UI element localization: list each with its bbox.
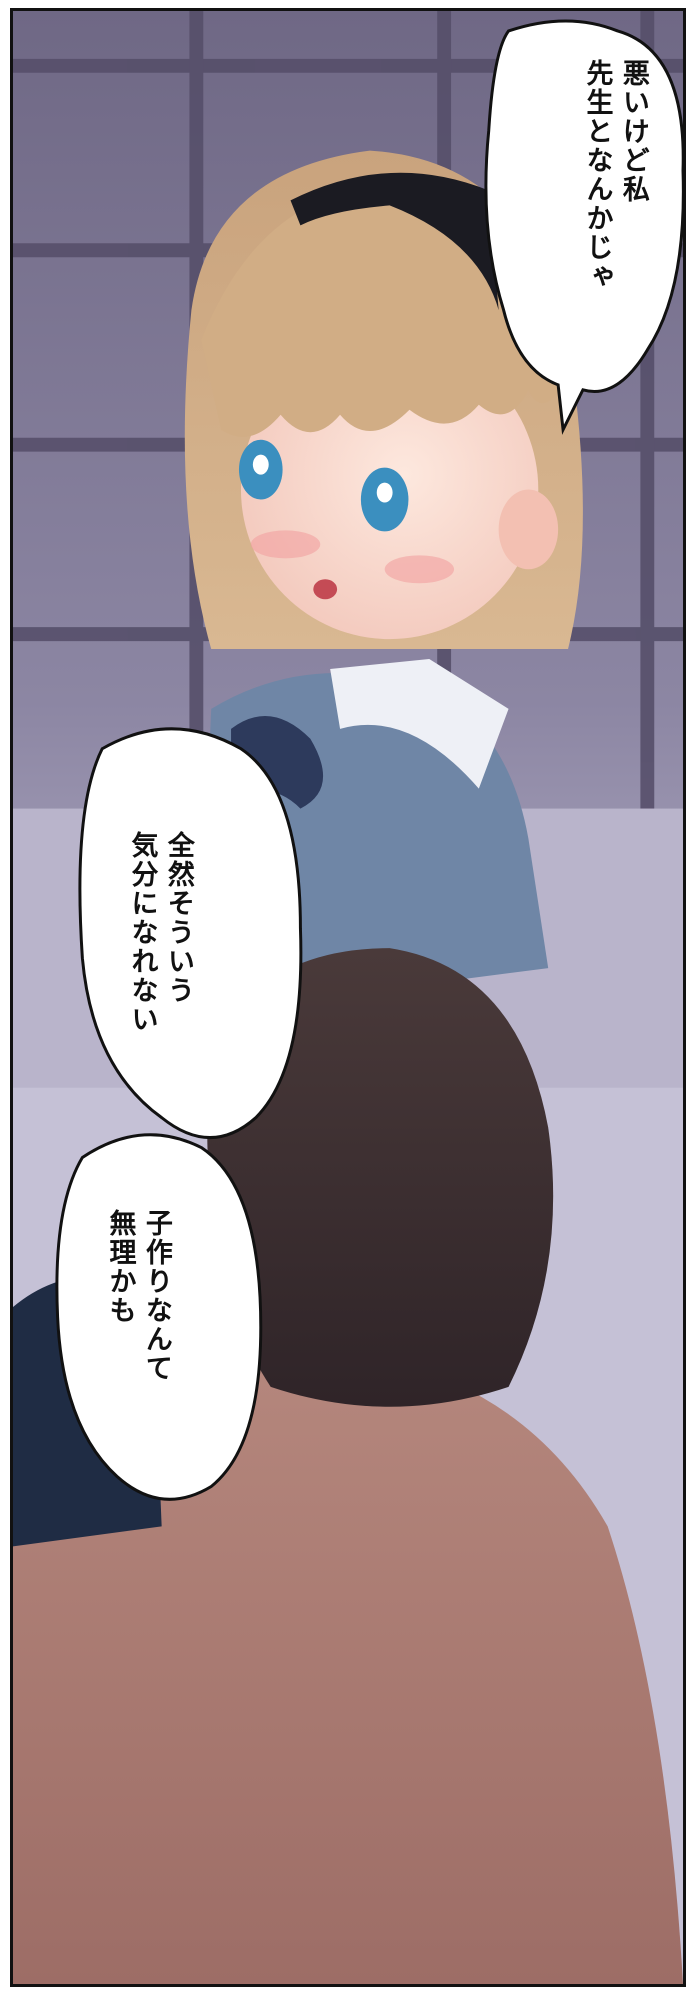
mouth: [313, 579, 338, 600]
man-hair: [207, 948, 554, 1407]
speech-bubble-middle: [78, 727, 303, 1139]
manga-panel: 悪いけど私 先生となんかじゃ 全然そういう 気分になれない 子作りなんて 無理か…: [10, 8, 686, 1987]
speech-bubble-bottom: [55, 1133, 263, 1501]
speech-bubbles: [55, 19, 683, 1501]
speech-bubble-top: [484, 19, 683, 435]
man-back: [13, 1348, 683, 1984]
sailor-collar: [330, 659, 509, 789]
hairband: [290, 172, 499, 311]
dialogue-text-3: 子作りなんて 無理かも: [104, 1209, 172, 1383]
dialogue-text-2: 全然そういう 気分になれない: [126, 831, 194, 1034]
dialogue-text-1: 悪いけど私 先生となんかじゃ: [581, 59, 649, 291]
